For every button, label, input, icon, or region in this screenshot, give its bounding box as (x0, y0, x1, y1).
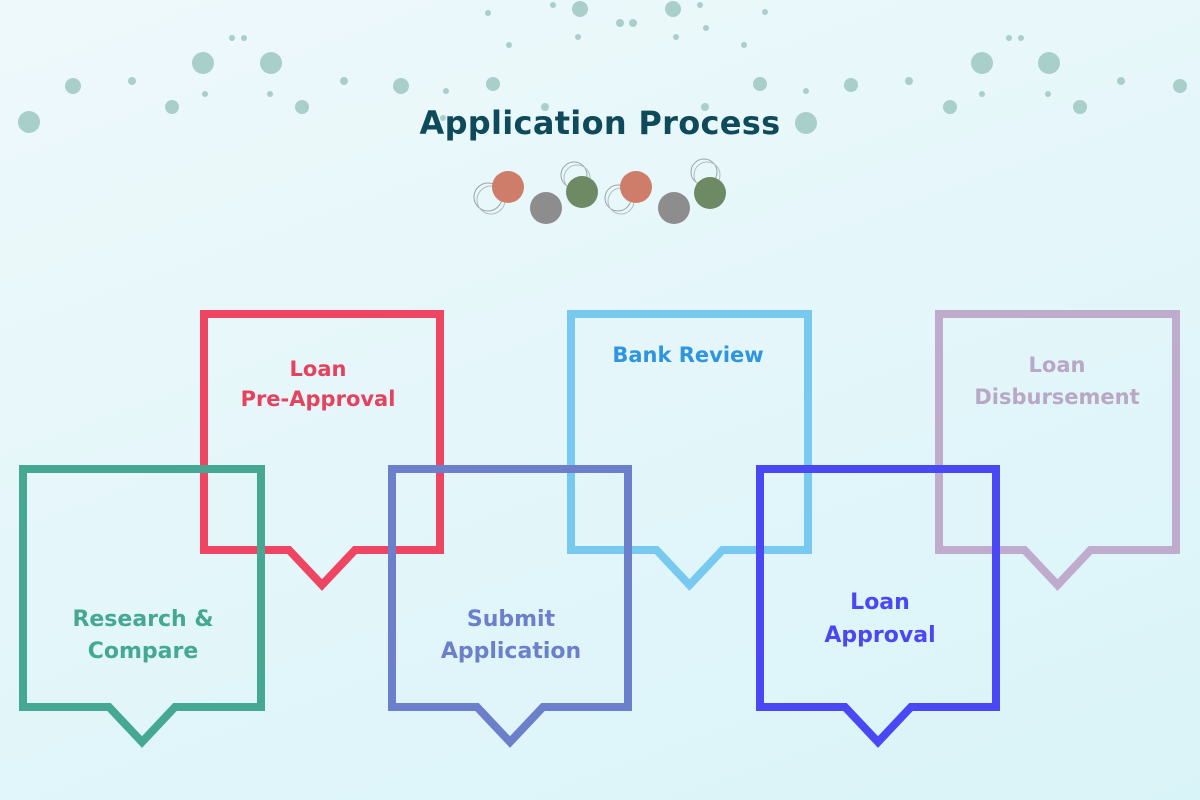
dot (629, 19, 637, 27)
page-title: Application Process (419, 104, 781, 142)
speech-bubble-frame-icon (19, 465, 265, 748)
dot (295, 100, 309, 114)
decorative-circles (473, 158, 726, 224)
dot (202, 91, 208, 97)
dot (485, 10, 491, 16)
dot (673, 34, 679, 40)
dot (701, 103, 709, 111)
dot (572, 1, 588, 17)
dot (1018, 35, 1024, 41)
dot (393, 78, 409, 94)
step-research: Research & Compare (19, 465, 265, 748)
decorative-circle (530, 192, 562, 224)
dot (65, 78, 81, 94)
dot (741, 42, 747, 48)
dot (229, 35, 235, 41)
dot (803, 88, 809, 94)
dot (616, 19, 624, 27)
decorative-circle (566, 176, 598, 208)
speech-bubble-frame-icon (756, 465, 1000, 748)
dot (541, 103, 549, 111)
step-label-line: Submit (467, 607, 556, 632)
dot (1006, 35, 1012, 41)
step-label-line: Loan (850, 590, 910, 615)
dot (979, 91, 985, 97)
dot (1045, 91, 1051, 97)
dot (443, 88, 449, 94)
step-label-line: Loan (1029, 353, 1086, 377)
dot (703, 25, 709, 31)
step-label-line: Research & (72, 607, 213, 632)
dot (943, 100, 957, 114)
dot (971, 52, 993, 74)
dot (165, 100, 179, 114)
dot (844, 78, 858, 92)
dot (1073, 100, 1087, 114)
decorative-circle (620, 171, 652, 203)
dot (1173, 79, 1187, 93)
step-label-line: Approval (824, 623, 935, 648)
dot (1117, 77, 1125, 85)
dot (260, 52, 282, 74)
dot (267, 91, 273, 97)
dot (575, 34, 581, 40)
step-label-line: Bank Review (612, 343, 763, 367)
dot (128, 77, 136, 85)
decorative-circle (658, 192, 690, 224)
dot (665, 1, 681, 17)
step-label-line: Compare (88, 639, 199, 664)
dot (340, 77, 348, 85)
step-label-line: Pre-Approval (241, 387, 396, 411)
speech-bubble-frame-icon (935, 310, 1180, 591)
decorative-circle (492, 171, 524, 203)
dot (753, 77, 767, 91)
dot (762, 9, 768, 15)
speech-bubble-frame-icon (388, 465, 632, 748)
dot (905, 77, 913, 85)
dot (192, 52, 214, 74)
speech-bubble-frame-icon (200, 310, 444, 591)
dot (1038, 52, 1060, 74)
dot (440, 115, 446, 121)
dot (486, 77, 500, 91)
dot (697, 2, 703, 8)
step-label-line: Application (441, 639, 581, 664)
dot (795, 112, 817, 134)
dot (241, 35, 247, 41)
step-label-line: Loan (290, 357, 347, 381)
dot (18, 111, 40, 133)
step-bankreview: Bank Review (567, 310, 812, 591)
decorative-circle (694, 177, 726, 209)
speech-bubble-frame-icon (567, 310, 812, 591)
step-label-line: Disbursement (974, 385, 1139, 409)
dot (506, 42, 512, 48)
decorative-dots (18, 1, 1187, 134)
dot (550, 2, 556, 8)
